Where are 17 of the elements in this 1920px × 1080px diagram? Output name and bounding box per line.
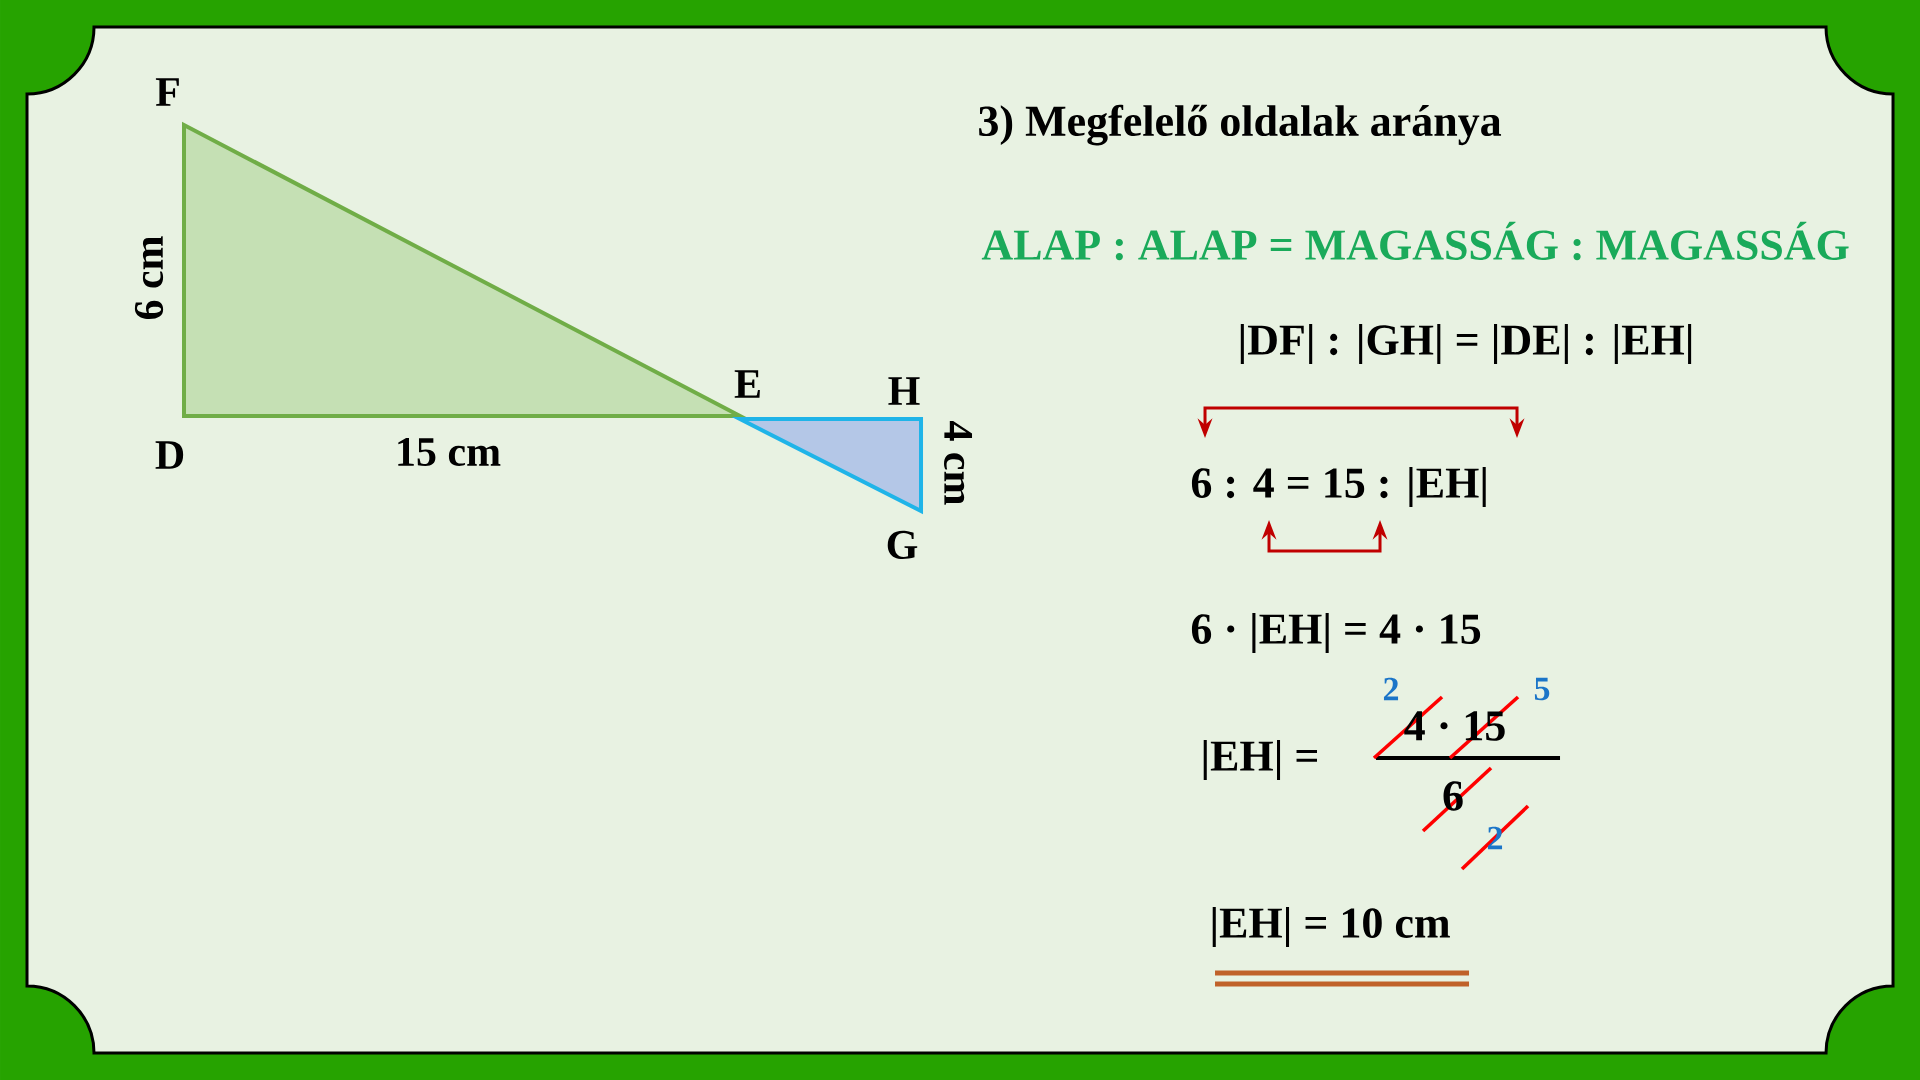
vertex-label: F: [155, 78, 179, 106]
proportion-rule: ALAP : ALAP = MAGASSÁG : MAGASSÁG: [981, 221, 1849, 261]
reduced-number: 2: [1383, 677, 1399, 701]
vertex-label: D: [155, 441, 184, 469]
side-length: 6 cm: [134, 236, 164, 320]
vertex-label: H: [888, 377, 920, 405]
equation: |DF| : |GH| = |DE| : |EH|: [1240, 324, 1692, 364]
vertex-label: G: [887, 530, 918, 560]
side-length: 15 cm: [398, 437, 501, 467]
result: |EH| = 10 cm: [1212, 907, 1450, 947]
reduced-number: 5: [1534, 677, 1550, 701]
equation: |EH| =: [1203, 740, 1317, 780]
equation: 6 · |EH| = 4 · 15: [1191, 613, 1481, 653]
equation: 6 : 4 = 15 : |EH|: [1191, 467, 1486, 507]
title: 3) Megfelelő oldalak aránya: [979, 104, 1502, 146]
vertex-label: E: [734, 370, 760, 398]
side-length: 4 cm: [944, 421, 972, 505]
